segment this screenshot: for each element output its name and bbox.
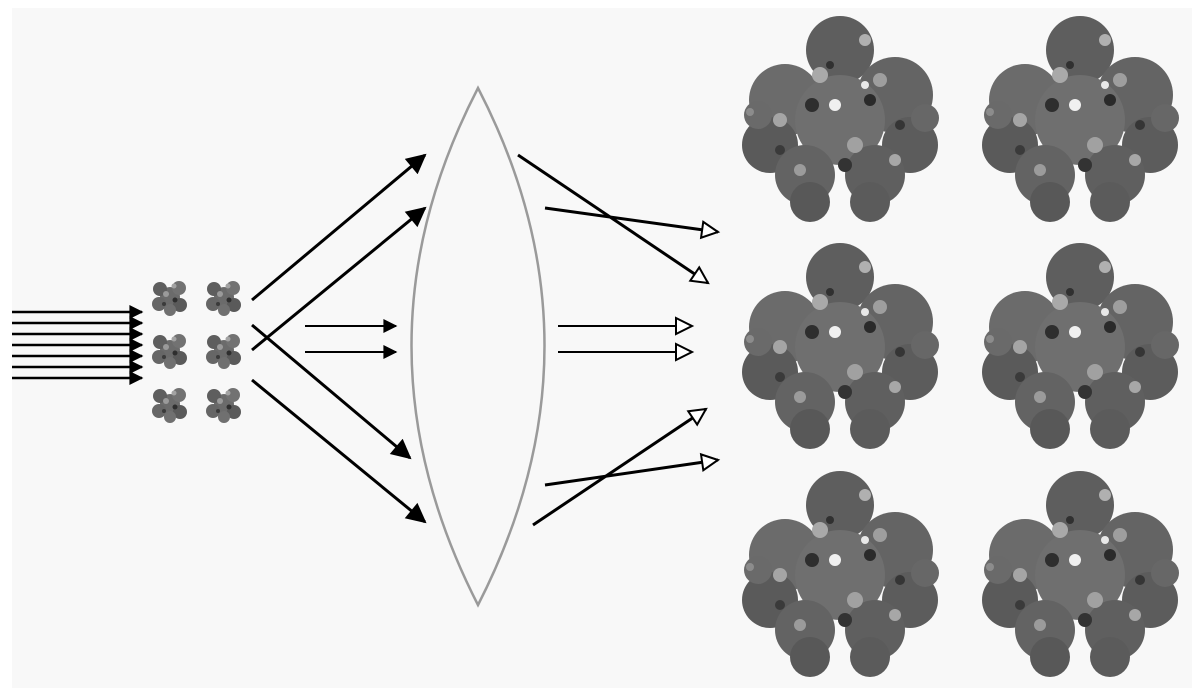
incident-beam-icon (12, 305, 144, 385)
focused-ray (544, 206, 721, 240)
focused-ray (544, 452, 721, 487)
direct-beam-icon (305, 319, 398, 359)
diffracted-ray-icon (251, 153, 427, 524)
diffracted-ray (251, 153, 427, 302)
focused-ray (517, 153, 710, 285)
focused-direct-beam-icon (558, 316, 695, 362)
diffracted-ray (251, 378, 427, 524)
converging-lens-icon (410, 85, 546, 608)
diffracted-ray (251, 323, 412, 460)
diffracted-ray (251, 206, 427, 352)
focused-ray-icon (517, 153, 721, 527)
focused-ray (532, 407, 708, 527)
